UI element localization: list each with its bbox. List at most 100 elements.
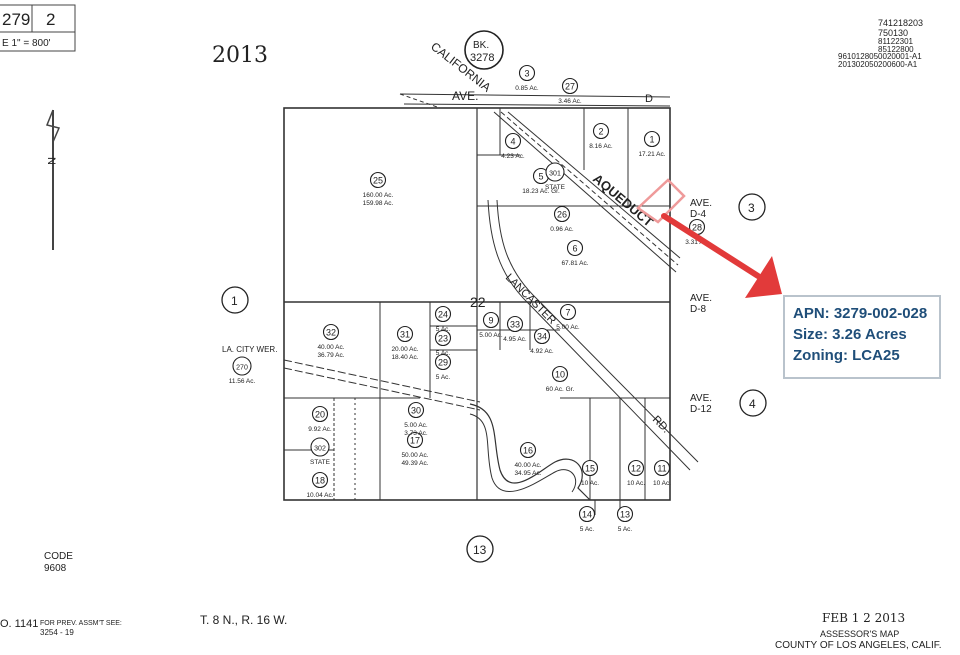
parcel-23: 235 Ac. — [434, 329, 452, 357]
ave-label: AVE. — [452, 89, 478, 103]
parcel-12: 12 10 Ac. — [627, 459, 645, 487]
parcel-number: 4 — [510, 137, 515, 147]
parcel-area: 5.00 Ac. — [556, 324, 580, 331]
parcel-note: 18.40 Ac. — [391, 354, 418, 361]
parcel-number: 12 — [631, 464, 641, 474]
parcel-area: STATE — [310, 459, 331, 466]
svg-text:CODE: CODE — [44, 551, 73, 562]
parcel-number: 302 — [314, 446, 326, 453]
parcel-area: 10 Ac. — [627, 480, 645, 487]
apn-text: APN: 3279-002-028 — [793, 305, 928, 322]
la-city-label: LA. CITY WER. — [222, 345, 277, 354]
parcel-area: 5.00 Ac. — [479, 332, 503, 339]
book-number: 279 — [2, 10, 30, 29]
adjacent-sheet-3: 3 — [738, 193, 766, 221]
parcel-area: 5 Ac. — [580, 526, 595, 533]
ave-d-label: D — [645, 93, 653, 105]
parcel-32: 32 40.00 Ac.36.79 Ac. — [317, 323, 345, 359]
svg-text:81122301: 81122301 — [878, 37, 914, 46]
ave-d12-label: AVE.D-12 — [690, 393, 712, 415]
parcel-4: 44.23 Ac. — [501, 132, 525, 160]
parcel-number: 18 — [315, 476, 325, 486]
svg-text:FOR PREV. ASSM'T SEE:: FOR PREV. ASSM'T SEE: — [40, 620, 122, 627]
parcel-3: 3 0.85 Ac. — [515, 64, 539, 92]
parcel-number: 30 — [411, 406, 421, 416]
parcel-number: 24 — [438, 310, 448, 320]
zoning-text: Zoning: LCA25 — [793, 347, 900, 364]
parcel-area: 40.00 Ac. — [317, 344, 344, 351]
size-text: Size: 3.26 Acres — [793, 326, 907, 343]
page-number: 2 — [46, 10, 55, 29]
parcel-number: 34 — [537, 332, 547, 342]
svg-text:85122800: 85122800 — [878, 45, 914, 54]
svg-text:AVE.: AVE. — [690, 198, 712, 209]
parcel-7: 7 5.00 Ac. — [556, 303, 580, 331]
parcel-note: 49.39 Ac. — [401, 460, 428, 467]
parcel-number: 28 — [692, 223, 702, 233]
svg-text:3278: 3278 — [470, 52, 494, 64]
parcel-area: 4.95 Ac. — [503, 336, 527, 343]
california-ave — [399, 93, 671, 109]
svg-text:T. 8 N., R. 16 W.: T. 8 N., R. 16 W. — [200, 613, 287, 627]
parcel-note: 36.79 Ac. — [317, 352, 344, 359]
section-number: 22 — [470, 294, 486, 310]
svg-text:3: 3 — [748, 201, 755, 215]
aqueduct — [493, 111, 681, 273]
svg-text:AVE.: AVE. — [690, 293, 712, 304]
parcel-26: 260.96 Ac. — [550, 205, 574, 233]
parcel-area: 10.04 Ac. — [306, 492, 333, 499]
parcel-14: 145 Ac. — [578, 505, 596, 533]
top-right-codes: 741218203 750130 81122301 85122800 96101… — [838, 18, 923, 69]
parcel-area: 10 Ac. — [581, 480, 599, 487]
parcel-30: 305.00 Ac.3.73 Ac. — [404, 401, 428, 437]
svg-text:O. 1141: O. 1141 — [0, 618, 38, 630]
parcel-number: 6 — [572, 244, 577, 254]
svg-text:1: 1 — [231, 294, 238, 308]
parcel-area: 67.81 Ac. — [561, 260, 588, 267]
book-ref-circle: BK. 3278 — [464, 30, 504, 70]
parcel-number: 31 — [400, 330, 410, 340]
parcel-2: 28.16 Ac. — [589, 122, 613, 150]
svg-text:4: 4 — [749, 397, 756, 411]
parcel-24: 245 Ac. — [434, 305, 452, 333]
parcel-info-callout: APN: 3279-002-028 Size: 3.26 Acres Zonin… — [783, 295, 941, 379]
parcel-area: 5 Ac. — [436, 350, 451, 357]
book-page-box: 279 2 E 1" = 800' — [0, 4, 76, 52]
ave-d4-label: AVE.D-4 — [690, 198, 712, 220]
parcel-number: 20 — [315, 410, 325, 420]
section-boundary — [283, 107, 671, 515]
parcel-number: 32 — [326, 328, 336, 338]
parcel-6: 6 67.81 Ac. — [561, 239, 589, 267]
parcel-area: 4.92 Ac. — [530, 348, 554, 355]
parcel-20: 209.92 Ac. — [308, 405, 332, 433]
adjacent-sheet-4: 4 — [739, 389, 767, 417]
parcel-number: 7 — [565, 308, 570, 318]
parcel-number: 3 — [524, 69, 529, 79]
channel — [469, 403, 591, 501]
ave-d8-label: AVE.D-8 — [690, 293, 712, 315]
parcel-area: 11.56 Ac. — [229, 378, 256, 385]
parcel-area: 3.46 Ac. — [558, 98, 582, 105]
parcel-number: 17 — [410, 436, 420, 446]
parcel-270: 270 11.56 Ac. — [229, 356, 256, 385]
adjacent-sheet-13: 13 — [466, 535, 494, 563]
parcel-number: 16 — [523, 446, 533, 456]
parcel-area: 160.00 Ac. — [363, 192, 394, 199]
parcel-area: 0.85 Ac. — [515, 85, 539, 92]
north-arrow-icon: N — [45, 109, 61, 250]
parcel-number: 29 — [438, 358, 448, 368]
svg-text:750130: 750130 — [878, 28, 908, 38]
parcel-number: 270 — [236, 365, 248, 372]
svg-text:N: N — [45, 157, 57, 165]
parcel-area: 10 Ac. — [653, 480, 671, 487]
parcel-area: 50.00 Ac. — [401, 452, 428, 459]
parcel-number: 1 — [649, 135, 654, 145]
pointer-arrow-icon — [661, 213, 782, 298]
parcel-1: 117.21 Ac. — [638, 130, 666, 158]
